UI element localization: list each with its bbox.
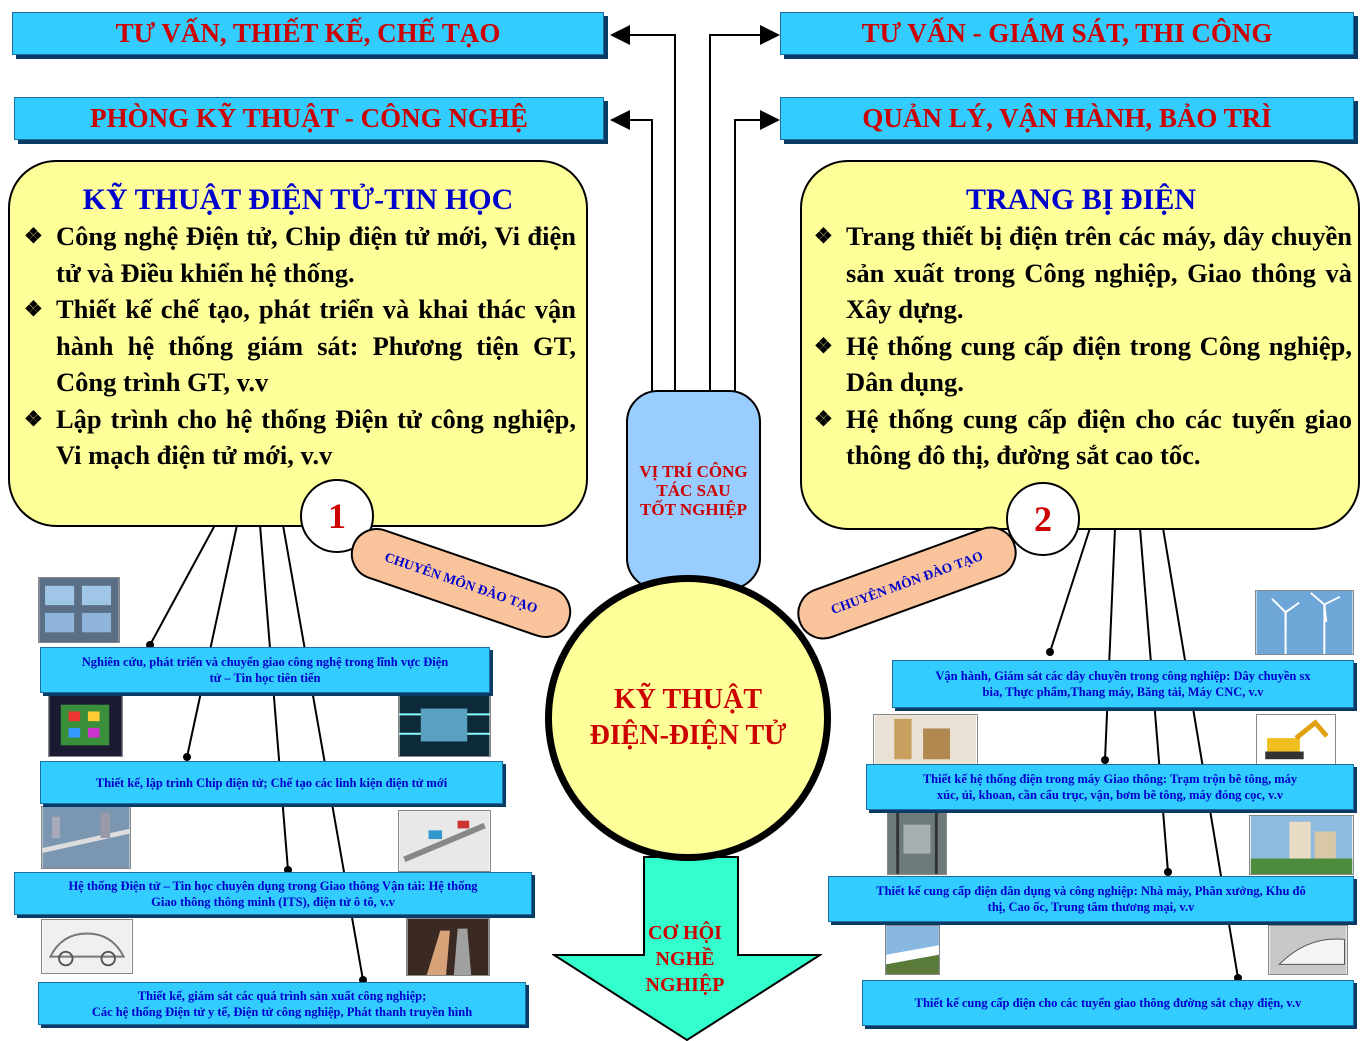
list-item: ❖Hệ thống cung cấp điện cho các tuyến gi… bbox=[810, 401, 1352, 474]
monitors-image bbox=[38, 577, 120, 643]
left-box-2: Thiết kế, lập trình Chip điện tử; Chế tạ… bbox=[40, 761, 503, 804]
left-panel: KỸ THUẬT ĐIỆN TỬ-TIN HỌC ❖Công nghệ Điện… bbox=[8, 160, 588, 527]
wind-turbine-image bbox=[1255, 590, 1354, 655]
vitri-line1: VỊ TRÍ CÔNG bbox=[639, 461, 748, 481]
list-item: ❖Công nghệ Điện tử, Chip điện tử mới, Vi… bbox=[20, 218, 576, 291]
banner-tu-van-giam-sat: TƯ VẤN - GIÁM SÁT, THI CÔNG bbox=[780, 12, 1354, 55]
left-panel-title: KỸ THUẬT ĐIỆN TỬ-TIN HỌC bbox=[82, 183, 514, 216]
city-traffic-image bbox=[41, 806, 131, 869]
car-electronics-image bbox=[41, 919, 133, 974]
list-item: ❖Trang thiết bị điện trên các máy, dây c… bbox=[810, 218, 1352, 328]
right-panel-title: TRANG BỊ ĐIỆN bbox=[965, 183, 1197, 216]
left-box-4: Thiết kế, giám sát các quá trình sản xuấ… bbox=[38, 982, 526, 1025]
circuit-image bbox=[398, 694, 491, 757]
right-box-1: Vận hành, Giám sát các dây chuyền trong … bbox=[892, 660, 1354, 708]
right-panel-list: ❖Trang thiết bị điện trên các máy, dây c… bbox=[810, 218, 1352, 474]
bullet-icon: ❖ bbox=[24, 224, 43, 248]
bullet-train-image bbox=[885, 925, 940, 975]
vitri-box: VỊ TRÍ CÔNG TÁC SAU TỐT NGHIỆP bbox=[626, 390, 761, 590]
right-box-2: Thiết kế hệ thống điện trong máy Giao th… bbox=[866, 764, 1354, 810]
left-box-1: Nghiên cứu, phát triển và chuyển giao cô… bbox=[40, 647, 490, 693]
banner-tu-van-thiet-ke: TƯ VẤN, THIẾT KẾ, CHẾ TẠO bbox=[12, 12, 604, 55]
robot-hand-image bbox=[406, 918, 490, 976]
list-item: ❖Lập trình cho hệ thống Điện tử công ngh… bbox=[20, 401, 576, 474]
bullet-icon: ❖ bbox=[814, 333, 833, 358]
concrete-plant-image bbox=[873, 714, 978, 766]
down-arrow-shape bbox=[552, 856, 822, 1041]
bullet-icon: ❖ bbox=[24, 297, 43, 321]
transformer-image bbox=[887, 810, 947, 875]
excavator-image bbox=[1256, 714, 1336, 766]
vitri-line3: TỐT NGHIỆP bbox=[640, 499, 747, 519]
right-box-3: Thiết kế cung cấp điện dân dụng và công … bbox=[828, 876, 1354, 922]
vitri-line2: TÁC SAU bbox=[656, 480, 731, 500]
number-badge-2: 2 bbox=[1006, 482, 1080, 556]
center-line2: ĐIỆN-ĐIỆN TỬ bbox=[589, 720, 787, 751]
left-box-3: Hệ thống Điện tử – Tin học chuyên dụng t… bbox=[14, 872, 532, 915]
high-speed-train-image bbox=[1268, 925, 1348, 975]
left-panel-list: ❖Công nghệ Điện tử, Chip điện tử mới, Vi… bbox=[20, 218, 576, 474]
bullet-icon: ❖ bbox=[24, 406, 43, 431]
city-buildings-image bbox=[1249, 815, 1354, 875]
bullet-icon: ❖ bbox=[814, 406, 833, 431]
center-circle: KỸ THUẬT ĐIỆN-ĐIỆN TỬ bbox=[545, 575, 831, 861]
banner-quan-ly-van-hanh: QUẢN LÝ, VẬN HÀNH, BẢO TRÌ bbox=[780, 97, 1354, 140]
list-item: ❖Thiết kế chế tạo, phát triển và khai th… bbox=[20, 291, 576, 401]
bullet-icon: ❖ bbox=[814, 224, 833, 248]
chip-image bbox=[48, 694, 123, 757]
center-line1: KỸ THUẬT bbox=[613, 684, 763, 715]
right-box-4: Thiết kế cung cấp điện cho các tuyến gia… bbox=[862, 980, 1354, 1026]
right-panel: TRANG BỊ ĐIỆN ❖Trang thiết bị điện trên … bbox=[800, 160, 1360, 530]
banner-phong-ky-thuat: PHÒNG KỸ THUẬT - CÔNG NGHỆ bbox=[14, 97, 604, 140]
its-diagram-image bbox=[398, 810, 491, 872]
list-item: ❖Hệ thống cung cấp điện trong Công nghiệ… bbox=[810, 328, 1352, 401]
